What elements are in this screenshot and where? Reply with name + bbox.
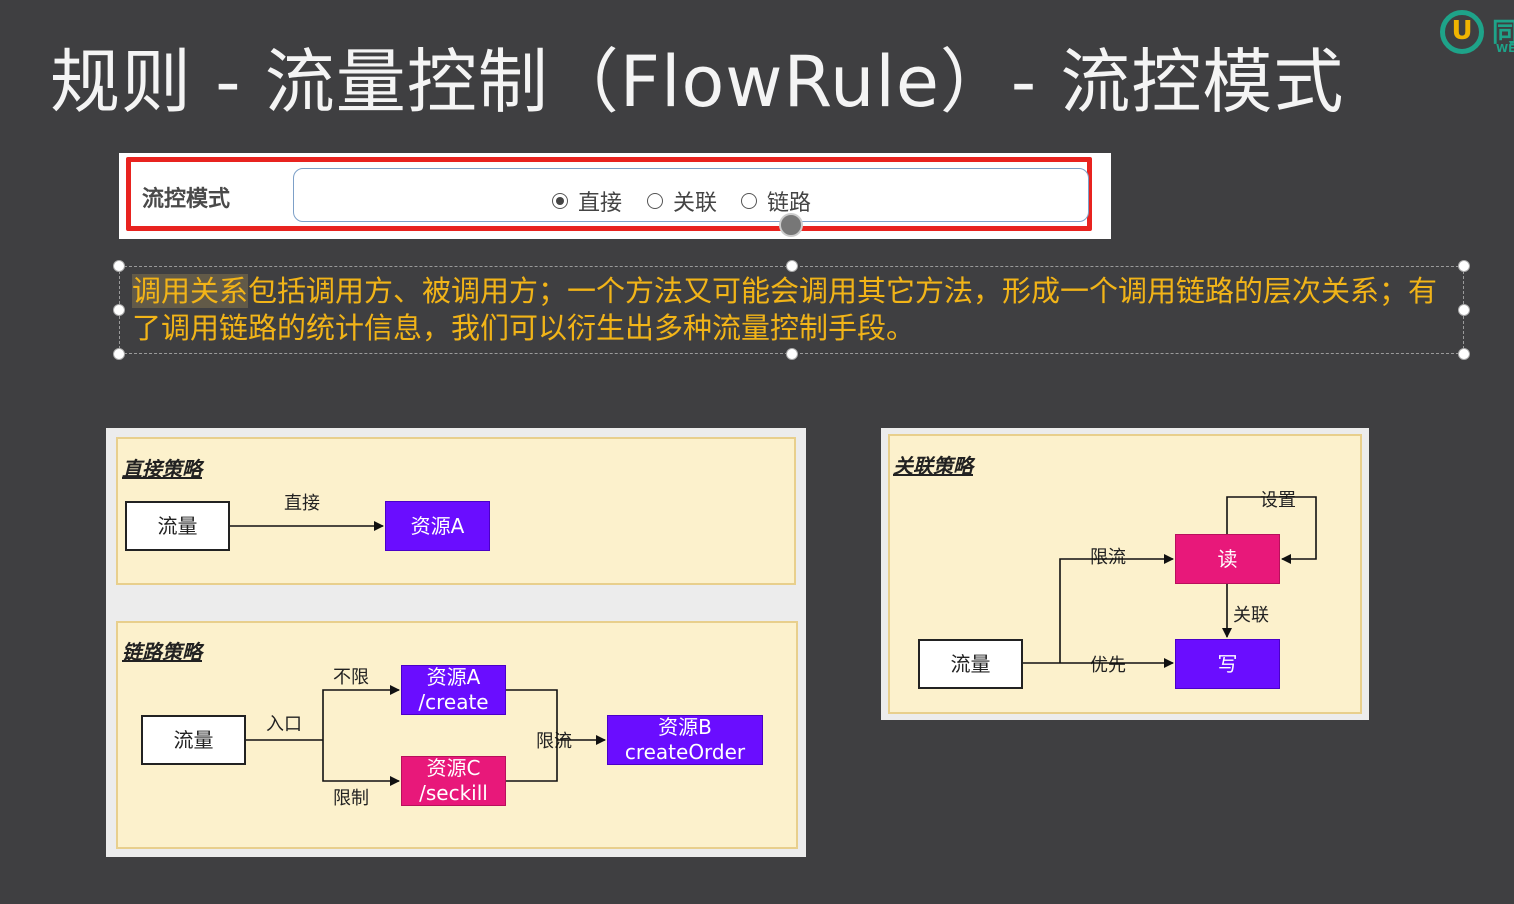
chain-flow-node: 流量 (141, 715, 246, 765)
radio-relate[interactable]: 关联 (647, 185, 717, 217)
description-highlight: 调用关系 (132, 274, 249, 308)
chain-resource-b-node: 资源B createOrder (607, 715, 763, 765)
chain-resource-a-label: 资源A /create (418, 665, 489, 714)
relate-write-node: 写 (1175, 639, 1280, 689)
chain-strategy-title: 链路策略 (122, 640, 202, 664)
chain-resource-c-label: 资源C /seckill (419, 756, 488, 805)
chain-branch-up (322, 685, 400, 740)
relate-flow-node-label: 流量 (950, 651, 991, 676)
chain-merge-a (506, 689, 558, 782)
chain-entry-label: 入口 (266, 714, 302, 735)
relate-set-label: 设置 (1259, 486, 1297, 512)
chain-limit-label: 限制 (333, 788, 369, 809)
relate-set-arrow (1226, 496, 1317, 564)
brand-logo-subtext: WE (1496, 42, 1514, 55)
direct-resource-a-label: 资源A (410, 513, 465, 538)
resize-handle[interactable] (113, 348, 125, 360)
flow-mode-label: 流控模式 (142, 187, 231, 212)
direct-flow-node: 流量 (125, 501, 230, 551)
rotate-handle-icon[interactable] (779, 213, 803, 237)
relate-read-node-label: 读 (1217, 546, 1238, 571)
radio-direct-label: 直接 (578, 191, 623, 216)
direct-strategy-title: 直接策略 (122, 457, 202, 481)
flow-mode-radio-group (293, 168, 1089, 222)
chain-resource-c-node: 资源C /seckill (401, 756, 506, 806)
direct-flow-node-label: 流量 (157, 513, 198, 538)
radio-chain[interactable]: 链路 (741, 185, 811, 217)
radio-unchecked-icon (741, 193, 757, 209)
chain-resource-a-node: 资源A /create (401, 665, 506, 715)
brand-logo-text: 同 (1492, 18, 1514, 48)
chain-flow-node-label: 流量 (173, 727, 214, 752)
chain-no-limit-label: 不限 (333, 667, 369, 688)
relate-flow-node: 流量 (918, 639, 1023, 689)
description-body: 包括调用方、被调用方；一个方法又可能会调用其它方法，形成一个调用链路的层次关系；… (132, 274, 1438, 345)
resize-handle[interactable] (1458, 260, 1470, 272)
relate-strategy-title: 关联策略 (893, 454, 973, 478)
relate-priority-label: 优先 (1089, 651, 1127, 677)
highlight-border (126, 157, 1092, 231)
relate-relate-label: 关联 (1232, 601, 1270, 627)
relate-read-node: 读 (1175, 534, 1280, 584)
resize-handle[interactable] (113, 304, 125, 316)
direct-resource-a-node: 资源A (385, 501, 490, 551)
direct-edge-label: 直接 (284, 493, 320, 514)
relate-limit-arrow (1059, 554, 1174, 663)
resize-handle[interactable] (1458, 348, 1470, 360)
brand-logo-icon: U (1440, 10, 1484, 54)
radio-chain-label: 链路 (767, 191, 812, 216)
chain-resource-b-label: 资源B createOrder (624, 715, 746, 764)
radio-relate-label: 关联 (673, 191, 718, 216)
description-text[interactable]: 调用关系包括调用方、被调用方；一个方法又可能会调用其它方法，形成一个调用链路的层… (132, 273, 1442, 347)
radio-direct[interactable]: 直接 (552, 185, 622, 217)
chain-branch-down (322, 740, 400, 786)
radio-unchecked-icon (647, 193, 663, 209)
relate-write-node-label: 写 (1217, 651, 1238, 676)
resize-handle[interactable] (786, 260, 798, 272)
resize-handle[interactable] (786, 348, 798, 360)
relate-limit-label: 限流 (1089, 543, 1127, 569)
radio-checked-icon (552, 193, 568, 209)
resize-handle[interactable] (113, 260, 125, 272)
resize-handle[interactable] (1458, 304, 1470, 316)
slide-title: 规则 - 流量控制（FlowRule）- 流控模式 (50, 41, 1345, 123)
